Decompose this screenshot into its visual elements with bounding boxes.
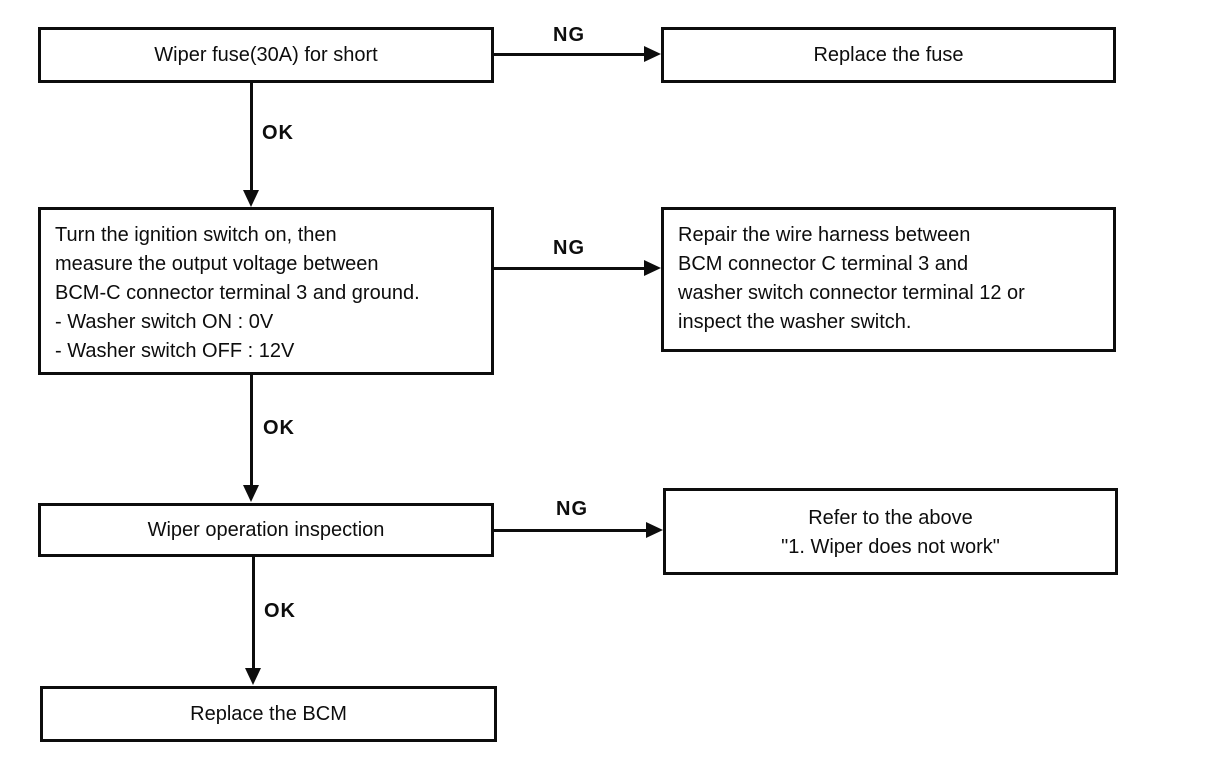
arrow-shaft [494,528,646,532]
ng-arrow-3 [494,521,663,539]
step-line: measure the output voltage between [55,253,379,275]
result-box-refer-above: Refer to the above "1. Wiper does not wo… [663,488,1118,575]
result-line: "1. Wiper does not work" [781,536,1000,558]
step-box-wiper-fuse: Wiper fuse(30A) for short [38,27,494,83]
result-line: inspect the washer switch. [678,311,912,333]
arrowhead-right-icon [644,46,661,62]
step-line: Turn the ignition switch on, then [55,224,337,246]
ok-label-3: OK [264,600,296,622]
arrow-shaft [249,83,253,190]
step-box-wiper-operation-text: Wiper operation inspection [147,518,385,541]
ng-arrow-1 [494,45,661,63]
arrowhead-down-icon [243,485,259,502]
result-line: washer switch connector terminal 12 or [678,282,1025,304]
ng-label-1: NG [553,24,585,46]
ok-label-2: OK [263,417,295,439]
step-line: BCM-C connector terminal 3 and ground. [55,282,420,304]
result-line: Repair the wire harness between [678,224,971,246]
ok-arrow-3 [243,557,263,685]
arrowhead-right-icon [644,260,661,276]
arrow-shaft [494,52,644,56]
step-box-wiper-operation: Wiper operation inspection [38,503,494,557]
step-box-replace-bcm: Replace the BCM [40,686,497,742]
arrow-shaft [249,375,253,485]
arrow-shaft [251,557,255,668]
ng-arrow-2 [494,259,661,277]
ok-arrow-2 [241,375,261,502]
ok-arrow-1 [241,83,261,207]
ok-label-1: OK [262,122,294,144]
step-line: - Washer switch ON : 0V [55,311,274,333]
result-box-replace-fuse: Replace the fuse [661,27,1116,83]
arrowhead-right-icon [646,522,663,538]
arrow-shaft [494,266,644,270]
result-box-repair-harness: Repair the wire harness between BCM conn… [661,207,1116,352]
result-line: Refer to the above [808,507,973,529]
arrowhead-down-icon [245,668,261,685]
ng-label-2: NG [553,237,585,259]
step-box-replace-bcm-text: Replace the BCM [190,702,347,725]
arrowhead-down-icon [243,190,259,207]
step-line: - Washer switch OFF : 12V [55,340,295,362]
result-box-replace-fuse-text: Replace the fuse [813,43,964,66]
step-box-ignition-voltage: Turn the ignition switch on, then measur… [38,207,494,375]
ng-label-3: NG [556,498,588,520]
result-line: BCM connector C terminal 3 and [678,253,969,275]
step-box-wiper-fuse-text: Wiper fuse(30A) for short [154,43,378,66]
